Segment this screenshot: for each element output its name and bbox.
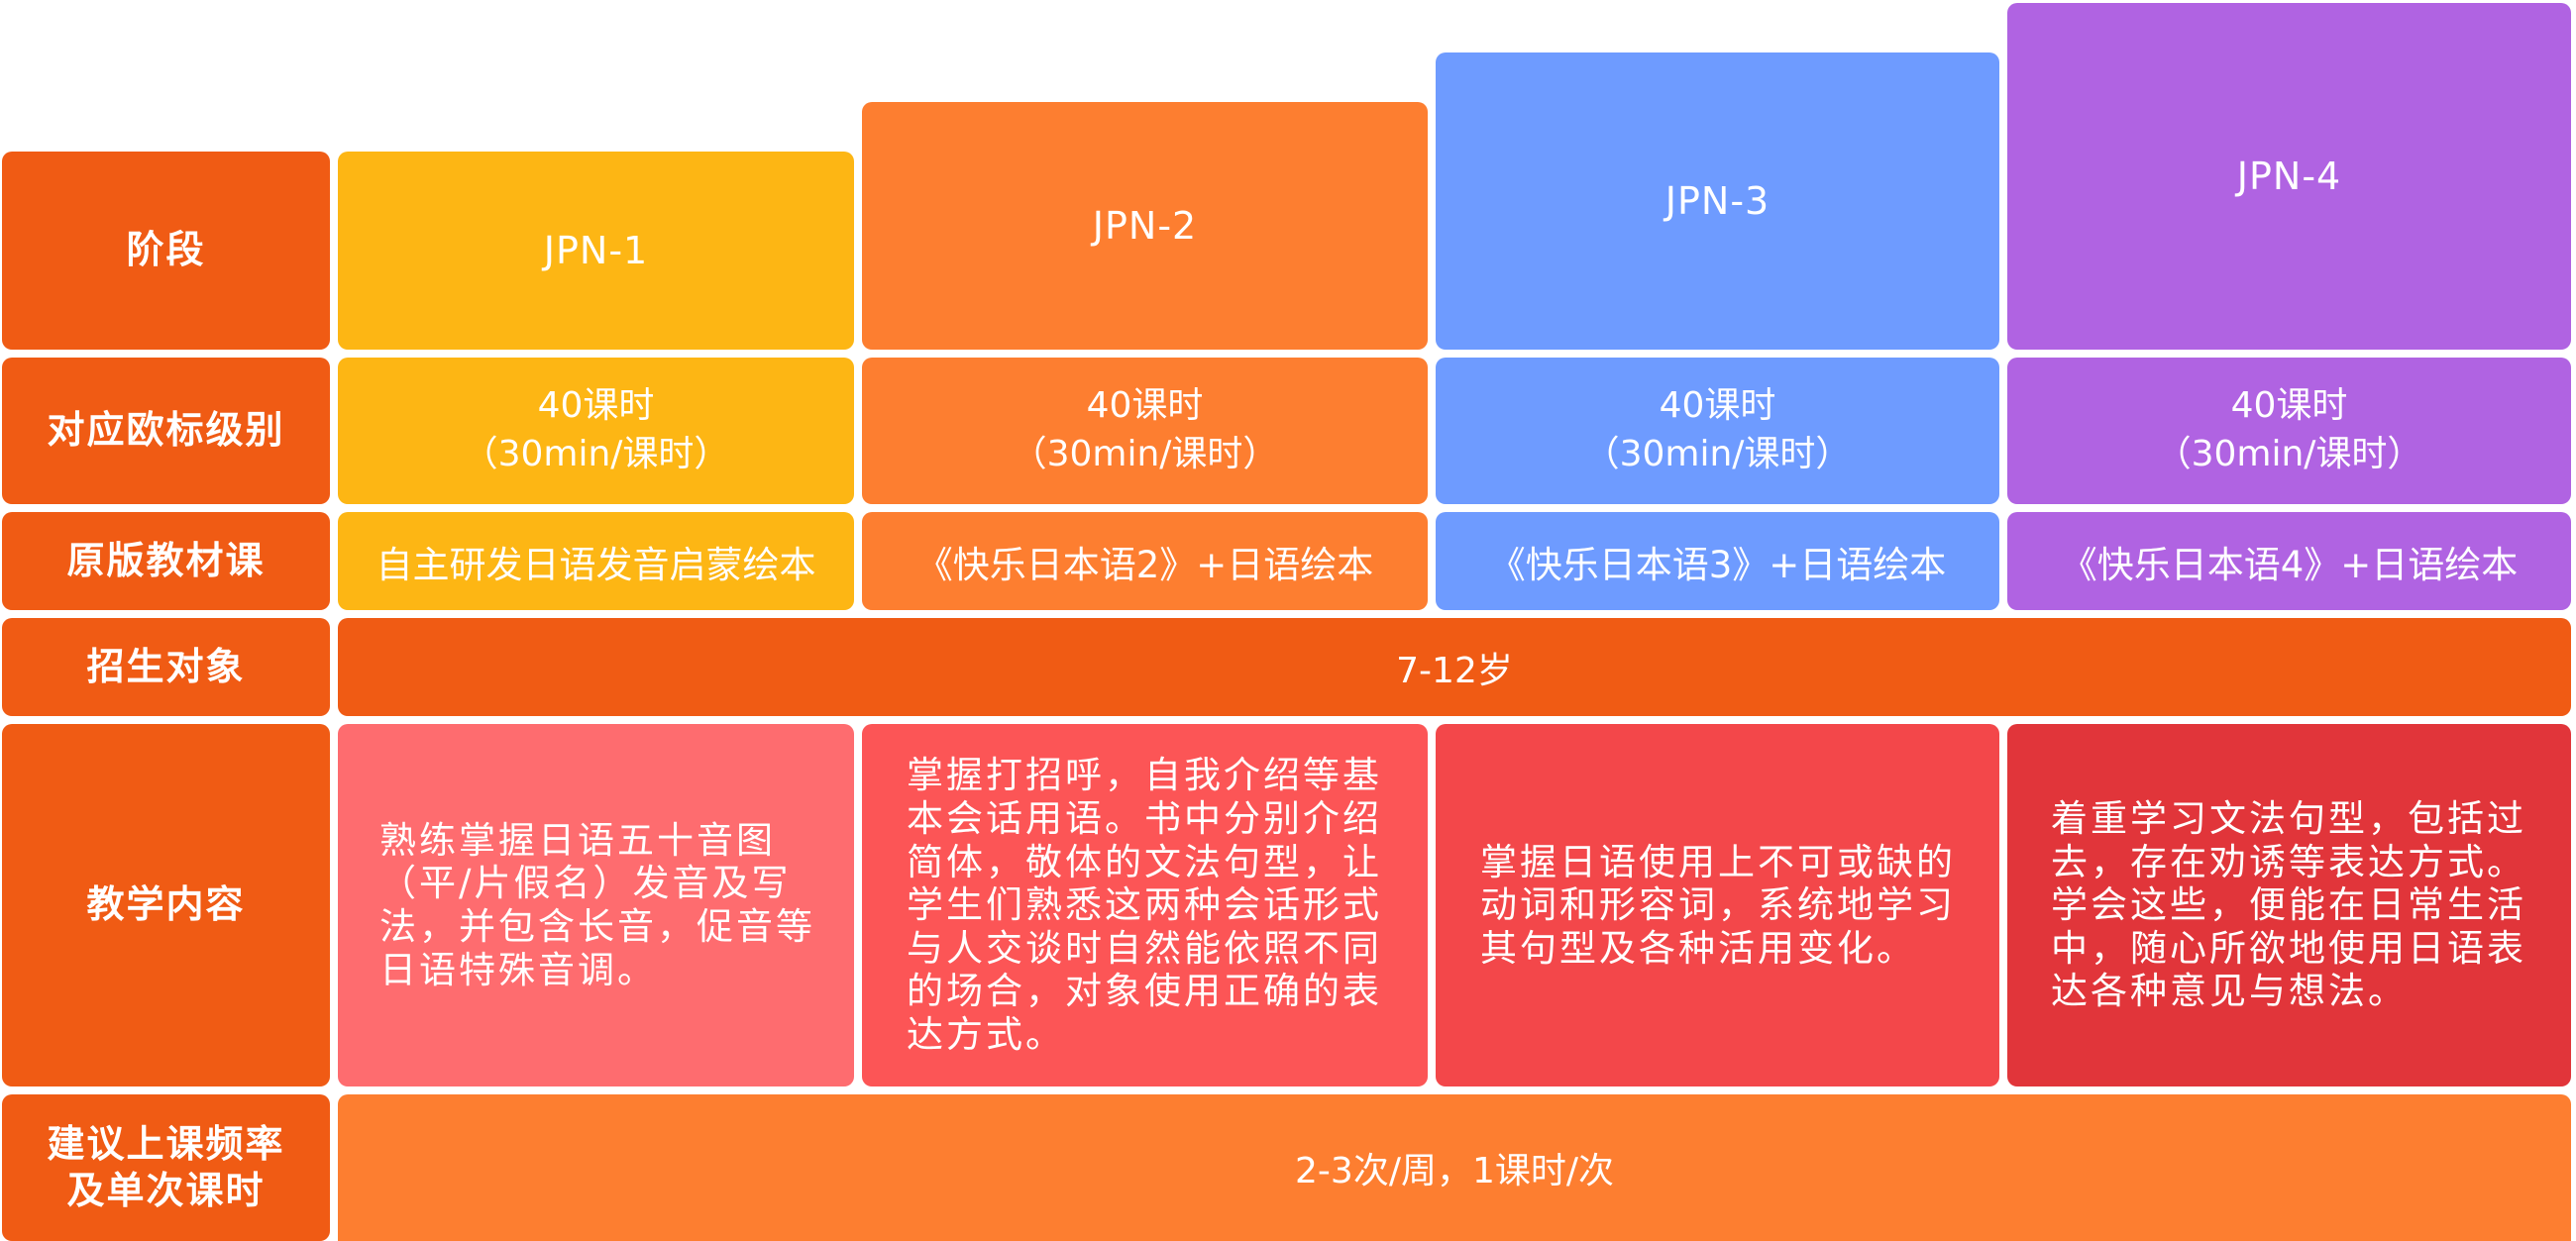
material-jpn-1: 自主研发日语发音启蒙绘本 [338, 512, 854, 610]
content-text: 掌握打招呼，自我介绍等基本会话用语。书中分别介绍简体，敬体的文法句型，让学生们熟… [907, 754, 1382, 1057]
level-hours-jpn-4: 40课时 （30min/课时） [2007, 358, 2571, 504]
row-label-frequency: 建议上课频率 及单次课时 [2, 1094, 330, 1241]
content-jpn-3: 掌握日语使用上不可或缺的动词和形容词，系统地学习其句型及各种活用变化。 [1436, 724, 1999, 1086]
material-jpn-4: 《快乐日本语4》+日语绘本 [2007, 512, 2571, 610]
row-label-stage: 阶段 [2, 152, 330, 350]
hours-value: 40课时 [1659, 385, 1776, 427]
hours-sub: （30min/课时） [2155, 434, 2423, 474]
level-hours-jpn-2: 40课时 （30min/课时） [862, 358, 1428, 504]
stage-jpn-4-label: JPN-4 [2236, 155, 2342, 198]
stage-jpn-1-label: JPN-1 [543, 229, 649, 272]
row-label-frequency-line1: 建议上课频率 [47, 1121, 285, 1166]
hours-sub: （30min/课时） [1011, 434, 1279, 474]
row-label-level: 对应欧标级别 [2, 358, 330, 504]
level-hours-jpn-1: 40课时 （30min/课时） [338, 358, 854, 504]
enrollment-value-text: 7-12岁 [1396, 650, 1513, 691]
stage-jpn-3-label: JPN-3 [1664, 179, 1771, 223]
content-text: 着重学习文法句型，包括过去，存在劝诱等表达方式。学会这些，便能在日常生活中，随心… [2051, 796, 2526, 1013]
row-label-material: 原版教材课 [2, 512, 330, 610]
row-label-material-text: 原版教材课 [66, 538, 266, 582]
material-text: 《快乐日本语2》+日语绘本 [915, 543, 1374, 586]
stage-jpn-1: JPN-1 [338, 152, 854, 350]
stage-jpn-4: JPN-4 [2007, 3, 2571, 350]
hours-value: 40课时 [2230, 385, 2348, 427]
stage-jpn-2: JPN-2 [862, 102, 1428, 350]
hours-value: 40课时 [537, 385, 655, 427]
hours-value: 40课时 [1086, 385, 1204, 427]
row-label-enrollment: 招生对象 [2, 618, 330, 716]
row-label-level-text: 对应欧标级别 [47, 408, 285, 453]
row-label-frequency-line2: 及单次课时 [66, 1169, 266, 1212]
content-jpn-2: 掌握打招呼，自我介绍等基本会话用语。书中分别介绍简体，敬体的文法句型，让学生们熟… [862, 724, 1428, 1086]
frequency-value-text: 2-3次/周，1课时/次 [1295, 1151, 1614, 1191]
content-text: 熟练掌握日语五十音图（平/片假名）发音及写法，并包含长音，促音等日语特殊音调。 [379, 818, 815, 991]
hours-sub: （30min/课时） [462, 434, 730, 474]
content-jpn-1: 熟练掌握日语五十音图（平/片假名）发音及写法，并包含长音，促音等日语特殊音调。 [338, 724, 854, 1086]
material-jpn-3: 《快乐日本语3》+日语绘本 [1436, 512, 1999, 610]
material-text: 《快乐日本语3》+日语绘本 [1488, 543, 1947, 586]
content-text: 掌握日语使用上不可或缺的动词和形容词，系统地学习其句型及各种活用变化。 [1480, 840, 1956, 970]
row-label-content: 教学内容 [2, 724, 330, 1086]
material-text: 《快乐日本语4》+日语绘本 [2060, 543, 2519, 586]
material-jpn-2: 《快乐日本语2》+日语绘本 [862, 512, 1428, 610]
row-label-content-text: 教学内容 [86, 882, 246, 927]
row-label-enrollment-text: 招生对象 [86, 644, 246, 688]
stage-jpn-2-label: JPN-2 [1092, 204, 1198, 248]
frequency-value: 2-3次/周，1课时/次 [338, 1094, 2571, 1241]
level-hours-jpn-3: 40课时 （30min/课时） [1436, 358, 1999, 504]
material-text: 自主研发日语发音启蒙绘本 [376, 543, 816, 586]
content-jpn-4: 着重学习文法句型，包括过去，存在劝诱等表达方式。学会这些，便能在日常生活中，随心… [2007, 724, 2571, 1086]
stage-jpn-3: JPN-3 [1436, 52, 1999, 350]
hours-sub: （30min/课时） [1583, 434, 1852, 474]
enrollment-value: 7-12岁 [338, 618, 2571, 716]
row-label-stage-text: 阶段 [126, 228, 206, 272]
